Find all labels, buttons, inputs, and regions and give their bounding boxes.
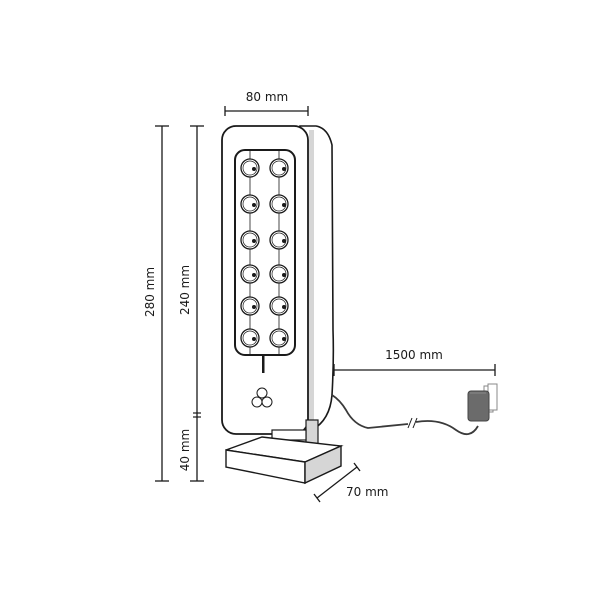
- knob: [240, 230, 260, 250]
- power-adapter-icon: [467, 383, 498, 422]
- knob: [269, 230, 289, 250]
- knob: [269, 158, 289, 178]
- width-dimension: 80 mm: [224, 90, 309, 116]
- side-shade: [309, 130, 314, 432]
- knob: [269, 296, 289, 316]
- indicator-bar: [262, 355, 265, 373]
- knob: [240, 194, 260, 214]
- cable-length-label: 1500 mm: [385, 348, 443, 362]
- fan-body: [221, 125, 335, 436]
- fan-base: [225, 436, 344, 485]
- total-height-label: 280 mm: [143, 267, 157, 317]
- body-height-dimension: 240 mm 40 mm: [178, 125, 204, 482]
- control-panel: [234, 149, 296, 356]
- width-label: 80 mm: [246, 90, 288, 104]
- depth-dimension: 70 mm: [313, 462, 388, 503]
- knob: [269, 328, 289, 348]
- base-height-label: 40 mm: [178, 429, 192, 471]
- total-height-dimension: 280 mm: [143, 125, 169, 482]
- knob: [269, 264, 289, 284]
- knob: [240, 158, 260, 178]
- knob: [240, 296, 260, 316]
- knob: [240, 328, 260, 348]
- fan-logo-icon: [251, 387, 273, 408]
- knob-grid: [240, 158, 289, 348]
- knob: [240, 264, 260, 284]
- power-cable: [331, 394, 479, 436]
- body-height-label: 240 mm: [178, 265, 192, 315]
- depth-label: 70 mm: [346, 485, 388, 499]
- cable-length-dimension: 1500 mm: [333, 348, 496, 376]
- knob: [269, 194, 289, 214]
